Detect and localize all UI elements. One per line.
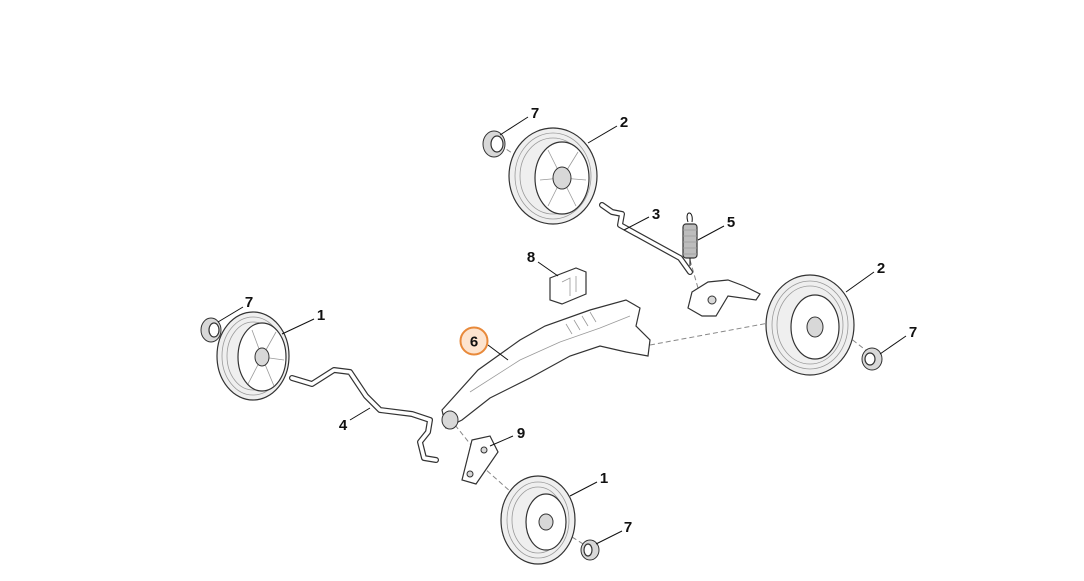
callout-1-bottom[interactable]: 1 (600, 470, 608, 487)
callout-8[interactable]: 8 (527, 249, 535, 266)
callout-3[interactable]: 3 (652, 206, 660, 223)
callout-2-right[interactable]: 2 (877, 260, 885, 277)
front-wheel-left[interactable] (216, 311, 290, 401)
callout-5[interactable]: 5 (727, 214, 735, 231)
adjustment-block[interactable] (549, 267, 587, 305)
callout-labels: 7 2 3 5 8 2 7 1 7 6 4 9 1 7 (245, 105, 917, 536)
callout-7-left[interactable]: 7 (245, 294, 253, 311)
hub-cap-top[interactable] (482, 130, 506, 158)
rear-height-bracket[interactable] (687, 279, 761, 317)
front-height-bracket[interactable] (461, 435, 499, 485)
callout-7-bottom[interactable]: 7 (624, 519, 632, 536)
front-wheel-bottom[interactable] (500, 475, 576, 565)
hub-cap-left[interactable] (200, 317, 222, 343)
rear-axle-rod[interactable] (599, 202, 693, 275)
rear-wheel-top[interactable] (508, 127, 598, 225)
callout-4[interactable]: 4 (339, 417, 348, 434)
leader-lines (217, 116, 907, 545)
front-axle-rod[interactable] (289, 367, 439, 463)
central-lever[interactable] (441, 299, 651, 430)
callout-6[interactable]: 6 (470, 334, 478, 351)
rear-wheel-right[interactable] (765, 274, 855, 376)
callout-7-top[interactable]: 7 (531, 105, 539, 122)
hub-cap-bottom[interactable] (580, 539, 600, 561)
tension-spring[interactable] (682, 212, 698, 266)
callout-7-right[interactable]: 7 (909, 324, 917, 341)
hub-cap-right[interactable] (861, 347, 883, 371)
callout-2-top[interactable]: 2 (620, 114, 628, 131)
highlight-ring (459, 326, 489, 356)
callout-9[interactable]: 9 (517, 425, 525, 442)
callout-1-left[interactable]: 1 (317, 307, 325, 324)
